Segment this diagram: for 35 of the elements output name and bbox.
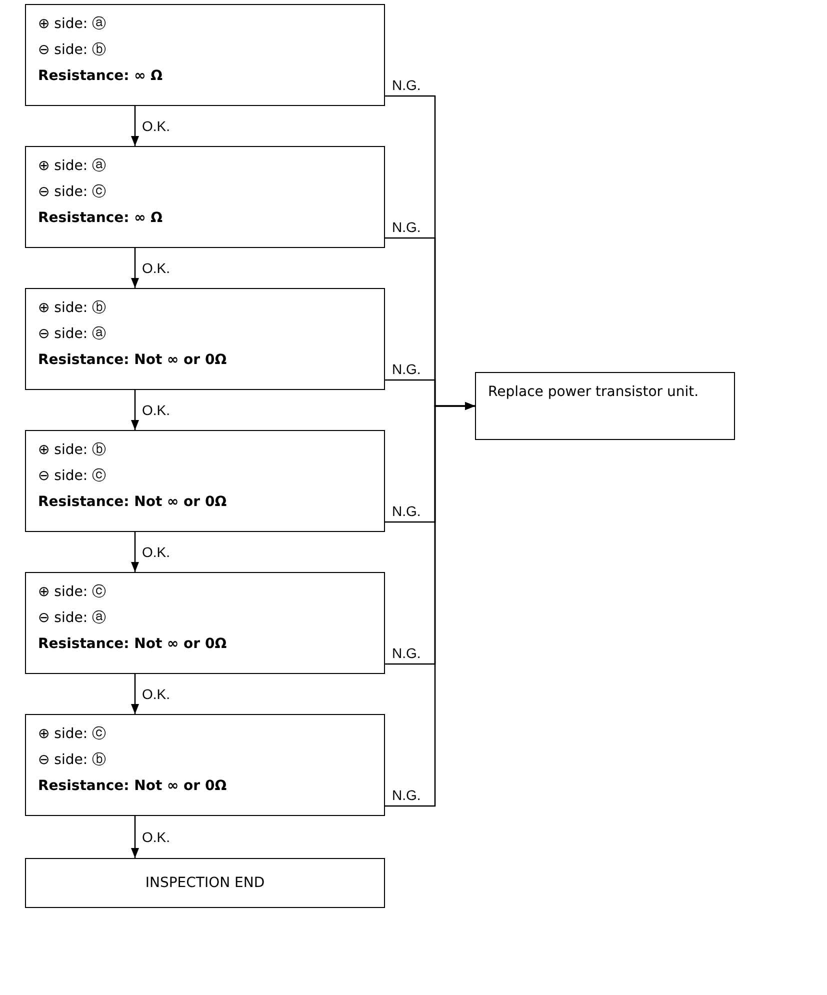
process-box [25, 714, 385, 816]
probe-connection: ⊖ side: ⓒ [38, 467, 108, 486]
probe-connection: ⊖ side: ⓑ [38, 41, 108, 60]
probe-connection: ⊕ side: ⓐ [38, 157, 108, 176]
box-text: Replace power transistor unit. [488, 383, 700, 402]
process-box [25, 430, 385, 532]
probe-connection: ⊕ side: ⓒ [38, 583, 108, 602]
arrow [385, 402, 475, 807]
process-box [25, 858, 385, 908]
resistance-value: Resistance: Not ∞ or 0Ω [38, 635, 228, 654]
arrow [131, 674, 139, 714]
probe-connection: ⊖ side: ⓒ [38, 183, 108, 202]
arrow [131, 532, 139, 572]
resistance-value: Resistance: Not ∞ or 0Ω [38, 351, 228, 370]
resistance-value: Resistance: ∞ Ω [38, 209, 164, 228]
process-box [25, 572, 385, 674]
box-text: INSPECTION END [145, 874, 265, 893]
process-box [25, 4, 385, 106]
arrow [131, 390, 139, 430]
probe-connection: ⊖ side: ⓐ [38, 609, 108, 628]
arrow [131, 816, 139, 858]
arrow [131, 248, 139, 288]
resistance-value: Resistance: Not ∞ or 0Ω [38, 777, 228, 796]
process-box [25, 288, 385, 390]
probe-connection: ⊖ side: ⓐ [38, 325, 108, 344]
process-box [25, 146, 385, 248]
process-box [475, 372, 735, 440]
probe-connection: ⊕ side: ⓒ [38, 725, 108, 744]
arrow [131, 106, 139, 146]
probe-connection: ⊕ side: ⓑ [38, 299, 108, 318]
probe-connection: ⊖ side: ⓑ [38, 751, 108, 770]
probe-connection: ⊕ side: ⓐ [38, 15, 108, 34]
probe-connection: ⊕ side: ⓑ [38, 441, 108, 460]
resistance-value: Resistance: Not ∞ or 0Ω [38, 493, 228, 512]
resistance-value: Resistance: ∞ Ω [38, 67, 164, 86]
